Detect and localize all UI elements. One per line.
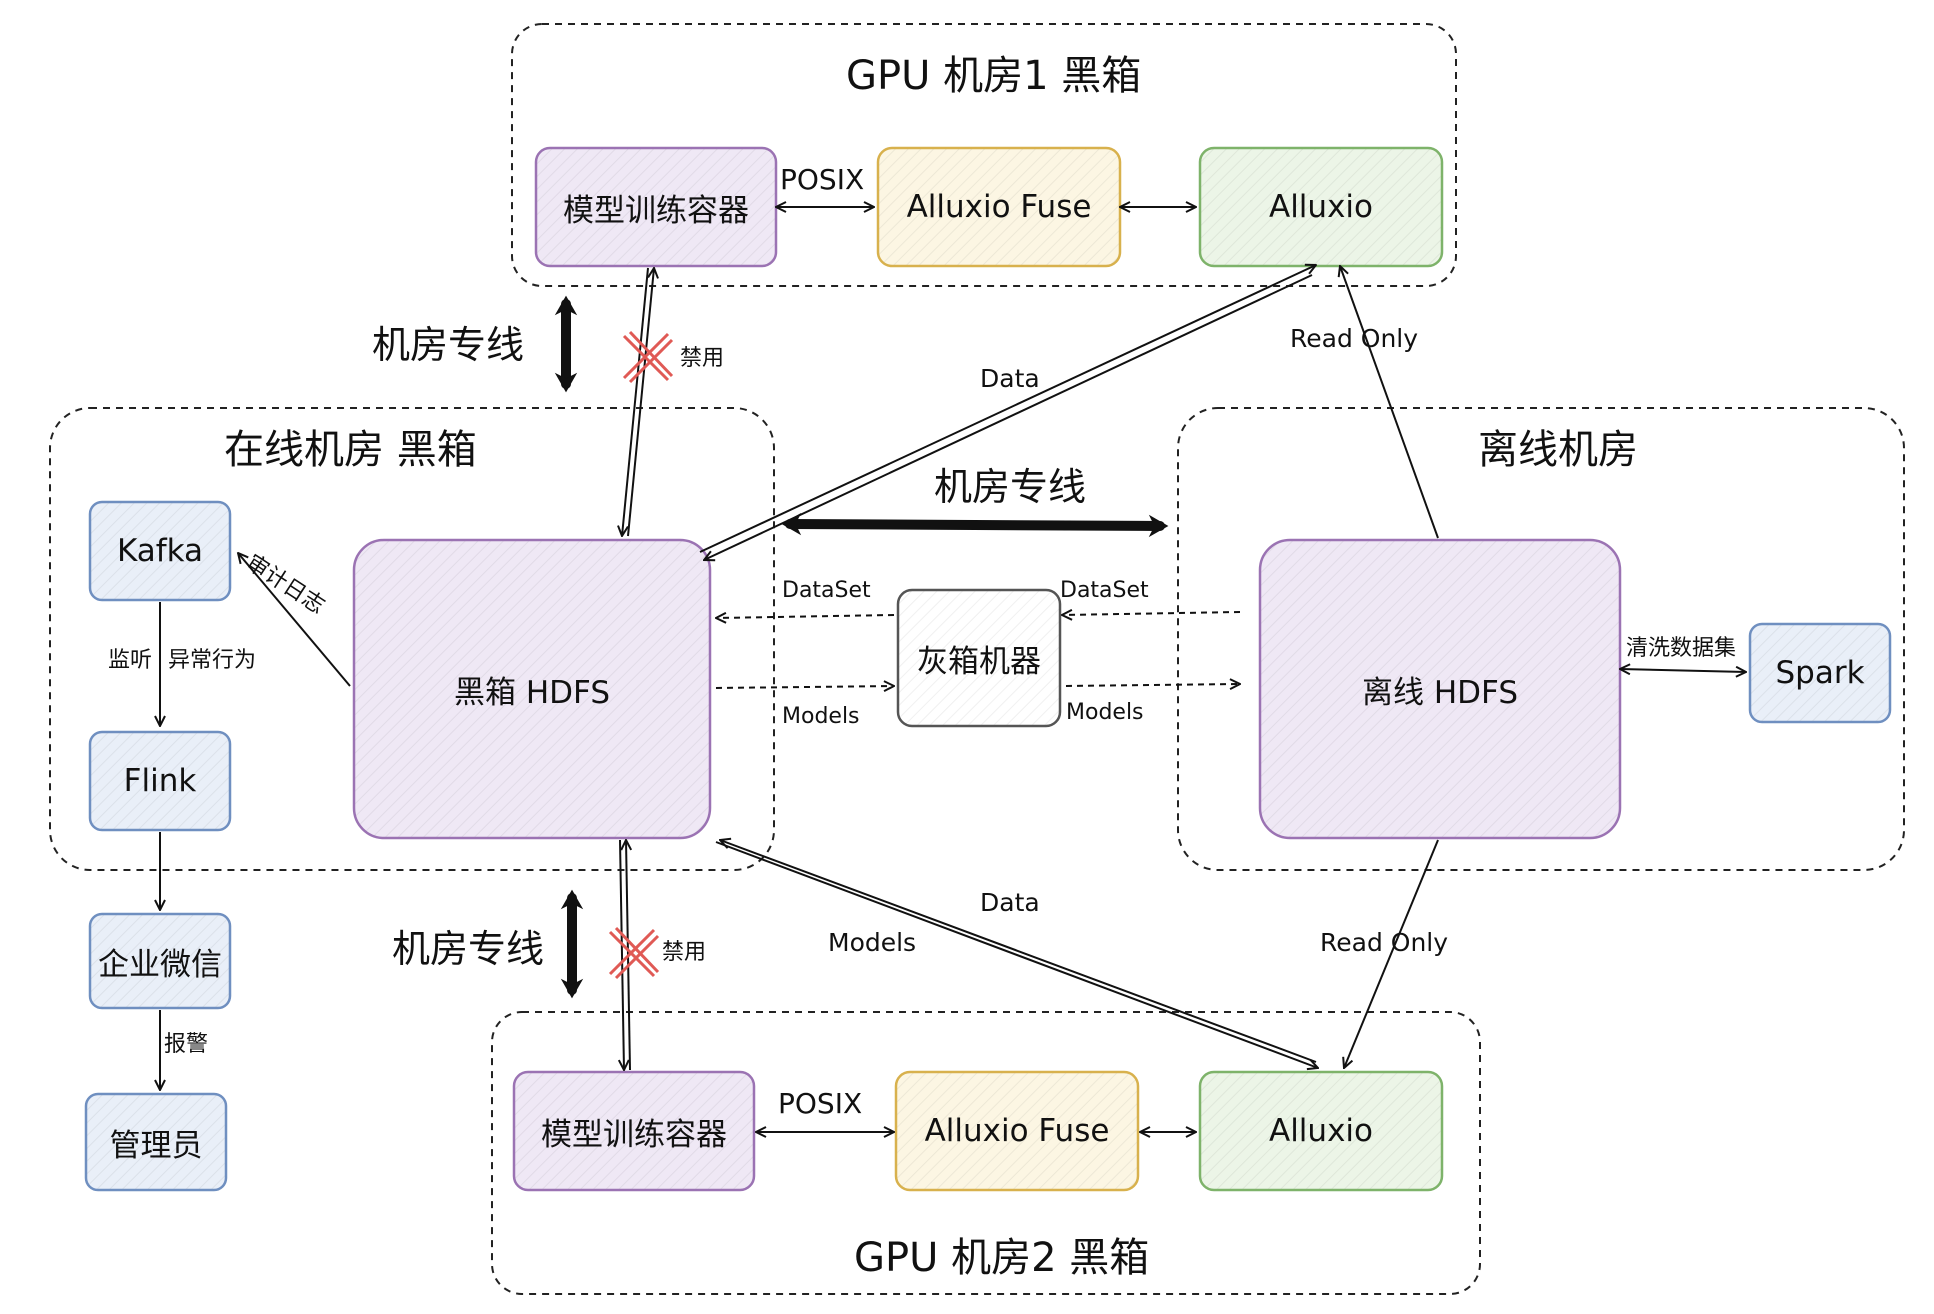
zone-offline — [1177, 407, 1905, 871]
label-posix-bottom: POSIX — [778, 1087, 863, 1120]
disabled-x-bottom-icon — [608, 926, 660, 980]
graybox-box — [896, 588, 1062, 728]
edge-gpu2-hdfs-a — [620, 839, 624, 1070]
zone-online-title: 在线机房 黑箱 — [224, 427, 477, 473]
gpu2-fuse-box — [894, 1070, 1140, 1192]
wecom-node[interactable]: 企业微信 — [98, 946, 222, 983]
label-disabled-bottom: 禁用 — [662, 940, 707, 965]
edge-read-only-top — [1340, 266, 1439, 539]
dedicated-line-middle — [781, 512, 1169, 538]
label-dataset-right: DataSet — [1060, 578, 1149, 603]
label-clean-dataset: 清洗数据集 — [1626, 636, 1737, 661]
edge-models-bottom — [720, 840, 1317, 1063]
admin-node[interactable]: 管理员 — [109, 1127, 203, 1164]
gpu1-alluxio-fuse[interactable]: Alluxio Fuse — [906, 189, 1092, 225]
label-dedicated-line-bottom: 机房专线 — [392, 927, 545, 971]
zone-online — [49, 407, 775, 871]
zone-gpu2 — [491, 1011, 1481, 1295]
edge-read-only-bottom — [1344, 839, 1439, 1068]
label-posix-top: POSIX — [780, 163, 865, 196]
edge-gpu1-hdfs-a — [622, 267, 649, 536]
admin-box — [84, 1092, 228, 1192]
gpu2-alluxio-box — [1198, 1070, 1444, 1192]
spark-box — [1748, 622, 1892, 724]
zone-gpu2-title: GPU 机房2 黑箱 — [854, 1235, 1150, 1281]
label-disabled-top: 禁用 — [680, 346, 725, 371]
offline-hdfs[interactable]: 离线 HDFS — [1362, 674, 1518, 711]
edge-data-top-b — [704, 274, 1313, 560]
spark-node[interactable]: Spark — [1775, 655, 1865, 691]
edge-data-bottom — [715, 841, 1318, 1068]
edge-dataset-right — [1062, 612, 1241, 615]
gpu1-alluxio[interactable]: Alluxio — [1268, 189, 1373, 225]
label-read-only-bottom: Read Only — [1320, 928, 1449, 957]
flink-box — [88, 730, 232, 832]
black-hdfs-box — [352, 538, 712, 840]
label-data-top: Data — [980, 364, 1040, 393]
edge-data-top-a — [699, 265, 1316, 553]
label-models-bottom: Models — [828, 928, 917, 957]
kafka-node[interactable]: Kafka — [116, 533, 204, 569]
label-dedicated-line-middle: 机房专线 — [934, 465, 1087, 509]
edge-clean-data — [1620, 669, 1746, 672]
label-listen: 监听 — [108, 648, 153, 673]
wecom-box — [88, 912, 232, 1010]
edge-gpu1-hdfs-b — [627, 268, 654, 537]
black-box-hdfs[interactable]: 黑箱 HDFS — [454, 674, 610, 711]
gpu2-alluxio-fuse[interactable]: Alluxio Fuse — [924, 1113, 1110, 1149]
zone-gpu1-title: GPU 机房1 黑箱 — [846, 53, 1142, 99]
edge-models-left — [715, 686, 894, 688]
gpu2-alluxio[interactable]: Alluxio — [1268, 1113, 1373, 1149]
gpu1-alluxio-box — [1198, 146, 1444, 268]
label-data-bottom: Data — [980, 888, 1040, 917]
label-abnormal-behavior: 异常行为 — [168, 648, 257, 673]
label-models-left: Models — [782, 704, 860, 729]
disabled-x-top-icon — [622, 330, 674, 384]
edge-audit-log — [238, 553, 351, 687]
gpu2-container-box — [512, 1070, 756, 1192]
edge-dataset-left — [716, 615, 895, 618]
label-dataset-left: DataSet — [782, 578, 871, 603]
gpu2-training-container[interactable]: 模型训练容器 — [541, 1116, 727, 1153]
flink-node[interactable]: Flink — [123, 763, 197, 799]
label-dedicated-line-top: 机房专线 — [372, 323, 525, 367]
zone-offline-title: 离线机房 — [1478, 427, 1638, 473]
label-alarm: 报警 — [164, 1032, 209, 1057]
edge-models-right — [1065, 684, 1240, 686]
label-models-right: Models — [1066, 700, 1144, 725]
label-read-only-top: Read Only — [1290, 324, 1419, 353]
zone-gpu1 — [511, 23, 1457, 287]
gray-box-machine[interactable]: 灰箱机器 — [917, 643, 1041, 680]
gpu1-training-container[interactable]: 模型训练容器 — [563, 192, 749, 229]
kafka-box — [88, 500, 232, 602]
offline-hdfs-box — [1258, 538, 1622, 840]
